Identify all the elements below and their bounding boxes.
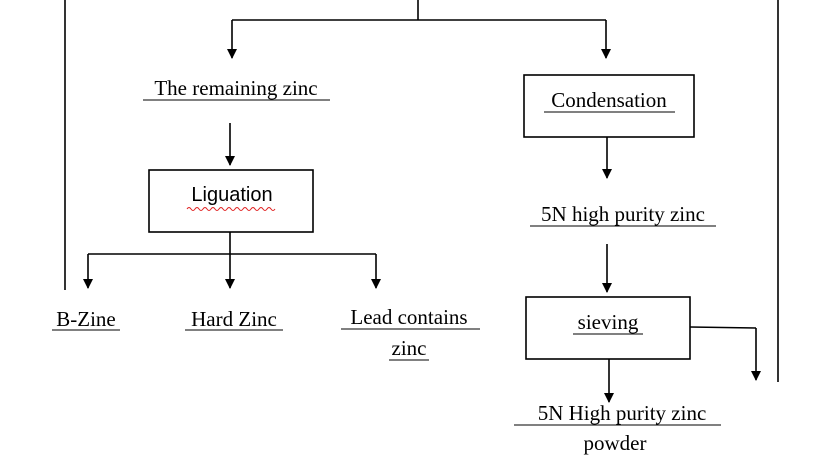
liguation-label: Liguation (191, 184, 272, 206)
lead-contains-label-line2: zinc (392, 336, 427, 360)
liguation-box (148, 169, 314, 233)
lead-contains-label-line1: Lead contains (350, 305, 467, 329)
condensation-box (523, 74, 695, 138)
sieving-label: sieving (578, 310, 639, 334)
sieving-box (525, 296, 691, 360)
remaining-zinc-label: The remaining zinc (154, 76, 317, 100)
powder-label-line2: powder (584, 431, 647, 455)
high-purity-zinc-label: 5N high purity zinc (541, 202, 705, 226)
condensation-label: Condensation (551, 88, 667, 112)
hard-zinc-label: Hard Zinc (191, 307, 277, 331)
spellcheck-squiggle (186, 207, 276, 211)
powder-label-line1: 5N High purity zinc (538, 401, 707, 425)
b-zine-label: B-Zine (56, 307, 115, 331)
sieving-side-line (689, 326, 757, 329)
